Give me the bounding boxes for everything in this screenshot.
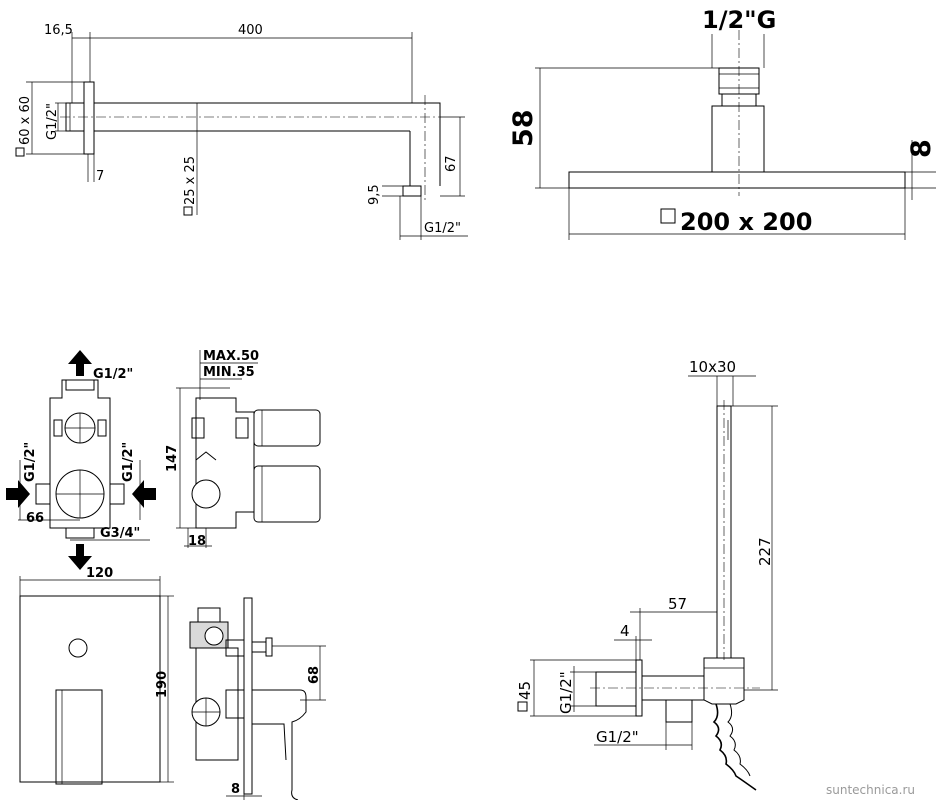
arm-offset-label: 16,5	[44, 23, 73, 38]
watermark: suntechnica.ru	[826, 783, 915, 797]
trim-plate-drawing: 120 190	[19, 566, 174, 785]
arm-inlet-thread-label: G1/2"	[45, 103, 60, 140]
head-body	[711, 105, 765, 173]
mixer-top-thread-label: G1/2"	[93, 367, 133, 382]
hose-outlet	[665, 699, 693, 723]
hand-length-label: 227	[756, 537, 774, 566]
mixer-bottom-thread-label: G3/4"	[100, 526, 140, 541]
arm-flange-size-label: 60 x 60	[18, 96, 33, 145]
cartridge-lower	[253, 465, 321, 523]
left-inlet-arrow-icon	[6, 480, 30, 508]
mixer-assembled-drawing: 68 8	[189, 597, 326, 800]
mixer-recess-label: 18	[188, 534, 206, 549]
arm-outlet-height-label: 9,5	[367, 184, 382, 205]
mixer-right-thread-label: G1/2"	[121, 442, 136, 482]
mixer-depth-max-label: MAX.50	[203, 349, 259, 364]
shower-head-drawing: 1/2"G 58 8 200 x 200	[508, 6, 936, 240]
mixer-body-drawing: G1/2" G1/2" G1/2" 66 G3/4"	[6, 350, 156, 570]
mixer-height-label: 147	[165, 445, 180, 472]
diverter-port	[204, 626, 224, 646]
hose-icon	[712, 703, 757, 791]
trim-plate-thickness-label: 8	[231, 782, 240, 797]
hand-shower-drawing: 10x30 227 57 4 45	[516, 358, 778, 791]
trim-plate	[19, 595, 161, 783]
hand-flange-size-label: 45	[516, 681, 534, 700]
hand-outlet-thread-label: G1/2"	[596, 728, 639, 746]
head-height-label: 58	[508, 109, 539, 147]
wall-plate	[243, 597, 253, 795]
cartridge-upper	[253, 409, 321, 447]
lever-base	[55, 689, 103, 785]
head-plate	[568, 171, 906, 189]
mixer-side-drawing: MAX.50 MIN.35 147 18	[165, 349, 321, 549]
arm-tube-section-label: 25 x 25	[183, 156, 198, 205]
arm-flange-depth-label: 7	[96, 169, 104, 184]
diverter-knob	[68, 638, 88, 658]
arm-outlet-thread-label: G1/2"	[424, 221, 461, 236]
trim-height-label: 190	[155, 671, 170, 698]
arm-wall-flange	[83, 81, 95, 155]
arm-drop-label: 67	[444, 155, 459, 172]
hand-inlet-thread-label: G1/2"	[557, 671, 575, 714]
trim-spout-height-label: 68	[307, 666, 322, 684]
head-plate-thickness-label: 8	[906, 139, 936, 158]
outlet-arrow-icon	[68, 544, 92, 570]
shower-arm-drawing: 16,5 400 25 x 25 60 x 60 G1/2" 7 67 9,5 …	[15, 23, 468, 240]
hand-offset-label: 4	[620, 622, 630, 640]
mixer-depth-min-label: MIN.35	[203, 365, 255, 380]
hand-projection-label: 57	[668, 595, 687, 613]
head-size-label: 200 x 200	[680, 208, 812, 236]
mixer-left-thread-label: G1/2"	[23, 442, 38, 482]
head-thread-label: 1/2"G	[702, 6, 776, 34]
hand-inlet	[595, 671, 637, 707]
side-port	[191, 479, 221, 509]
mixer-width-label: 66	[26, 511, 44, 526]
arm-outlet	[402, 185, 422, 197]
right-inlet-arrow-icon	[132, 480, 156, 508]
hand-section-label: 10x30	[689, 358, 736, 376]
top-inlet-arrow-icon	[68, 350, 92, 376]
trim-width-label: 120	[86, 566, 113, 581]
lever-handle	[252, 689, 307, 800]
arm-length-label: 400	[238, 23, 263, 38]
